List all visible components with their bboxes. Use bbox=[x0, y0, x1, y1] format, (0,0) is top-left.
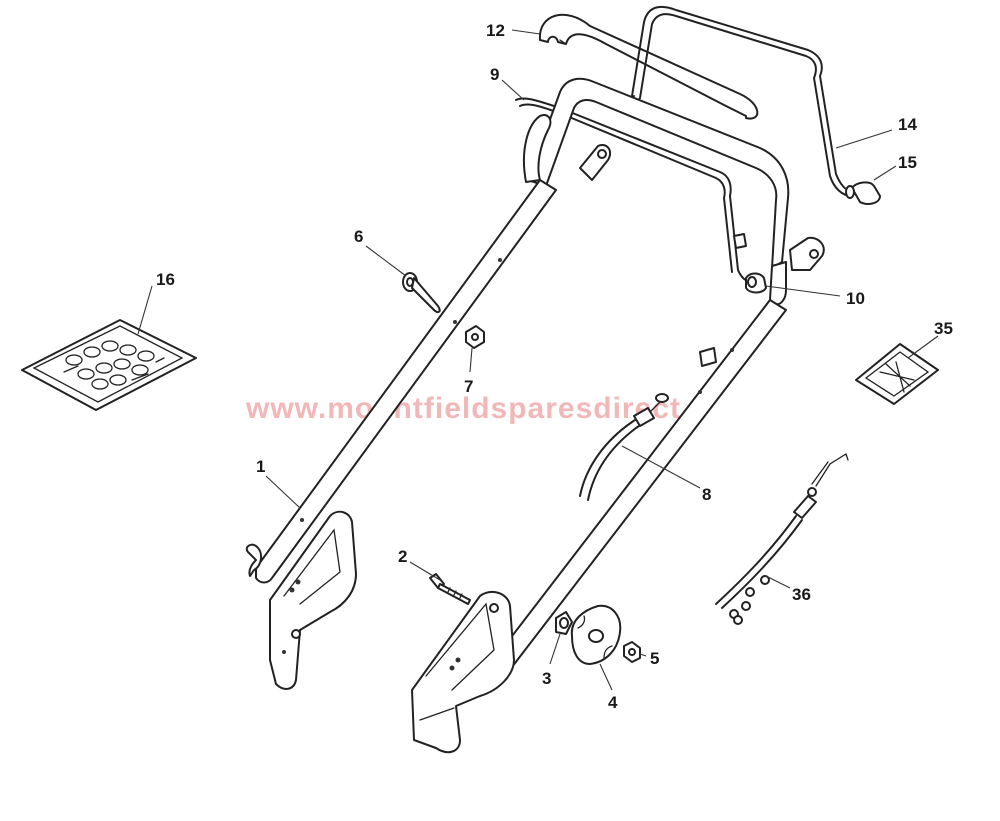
callout-6: 6 bbox=[354, 227, 363, 246]
part-35-small-bag bbox=[855, 343, 939, 405]
part-8-cable bbox=[579, 393, 669, 501]
lower-bracket-right bbox=[411, 590, 515, 754]
callout-9: 9 bbox=[490, 65, 499, 84]
watermark: www.mountfieldsparesdirect bbox=[245, 392, 681, 425]
callout-10: 10 bbox=[846, 289, 865, 308]
callout-4: 4 bbox=[608, 693, 618, 712]
part-3-wing-nut bbox=[555, 611, 573, 635]
callout-15: 15 bbox=[898, 153, 917, 172]
part-16-hardware-bag bbox=[21, 319, 197, 411]
callout-2: 2 bbox=[398, 547, 407, 566]
callout-36: 36 bbox=[792, 585, 811, 604]
upper-handle-frame bbox=[245, 77, 825, 686]
callout-5: 5 bbox=[650, 649, 659, 668]
part-4-knob bbox=[570, 604, 622, 665]
callout-12: 12 bbox=[486, 21, 505, 40]
lower-bracket-left bbox=[269, 510, 357, 690]
callout-14: 14 bbox=[898, 115, 917, 134]
callout-3: 3 bbox=[542, 669, 551, 688]
part-7-nut bbox=[465, 325, 485, 349]
callout-labels: 12 9 14 15 6 16 10 35 7 1 8 2 36 5 3 4 bbox=[156, 21, 953, 712]
callout-16: 16 bbox=[156, 270, 175, 289]
part-10-grommet bbox=[745, 272, 767, 294]
part-12-handle-grip bbox=[538, 13, 759, 120]
part-36-cable-kit bbox=[715, 453, 849, 625]
callout-8: 8 bbox=[702, 485, 711, 504]
part-15-cap bbox=[845, 181, 881, 205]
part-6-cable-clip bbox=[402, 272, 441, 314]
part-5-nut bbox=[623, 641, 641, 663]
callout-1: 1 bbox=[256, 457, 265, 476]
callout-7: 7 bbox=[464, 377, 473, 396]
callout-35: 35 bbox=[934, 319, 953, 338]
part-2-bolt bbox=[429, 573, 471, 605]
leader-lines bbox=[137, 29, 939, 691]
